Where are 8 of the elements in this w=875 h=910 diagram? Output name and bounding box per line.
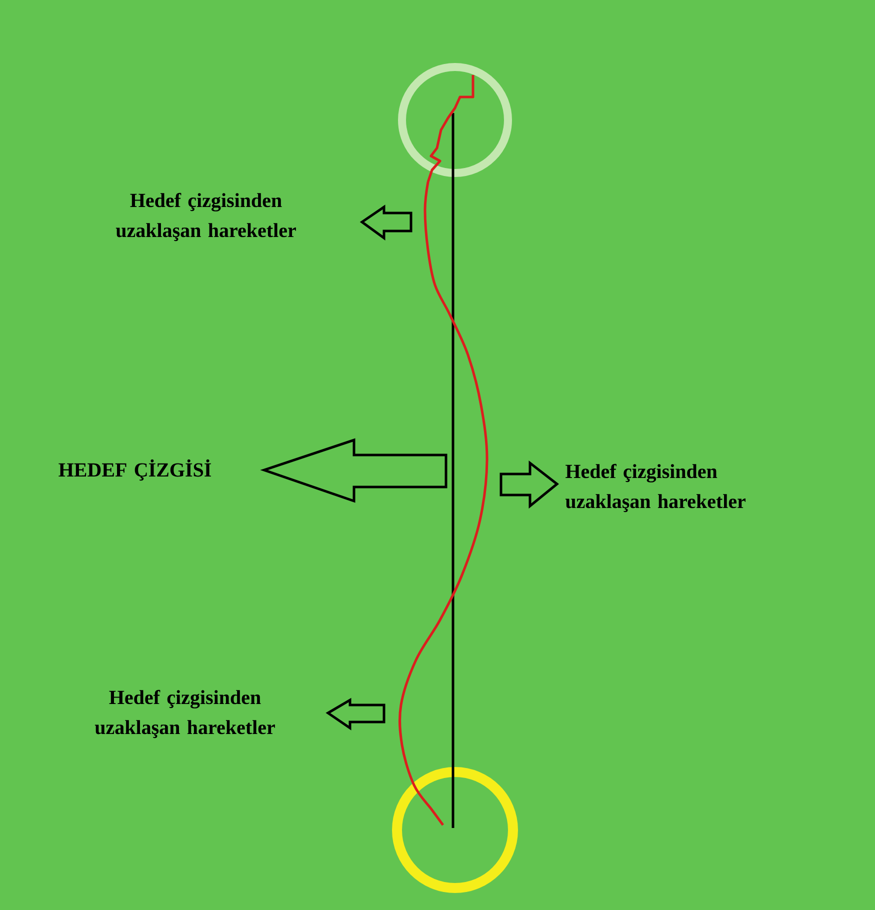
target-line <box>452 113 454 828</box>
start-ring <box>398 63 512 177</box>
ball-path <box>398 74 488 826</box>
annotation-text: Hedef çizgisinden uzaklaşan hareketler <box>566 464 746 512</box>
annotation-text: Hedef çizgisinden uzaklaşan hareketler <box>94 690 275 738</box>
annotation-text: HEDEF ÇİZGİSİ <box>58 459 211 481</box>
annotation-text: Hedef çizgisinden uzaklaşan hareketler <box>116 192 296 242</box>
hole-ring <box>392 767 518 893</box>
